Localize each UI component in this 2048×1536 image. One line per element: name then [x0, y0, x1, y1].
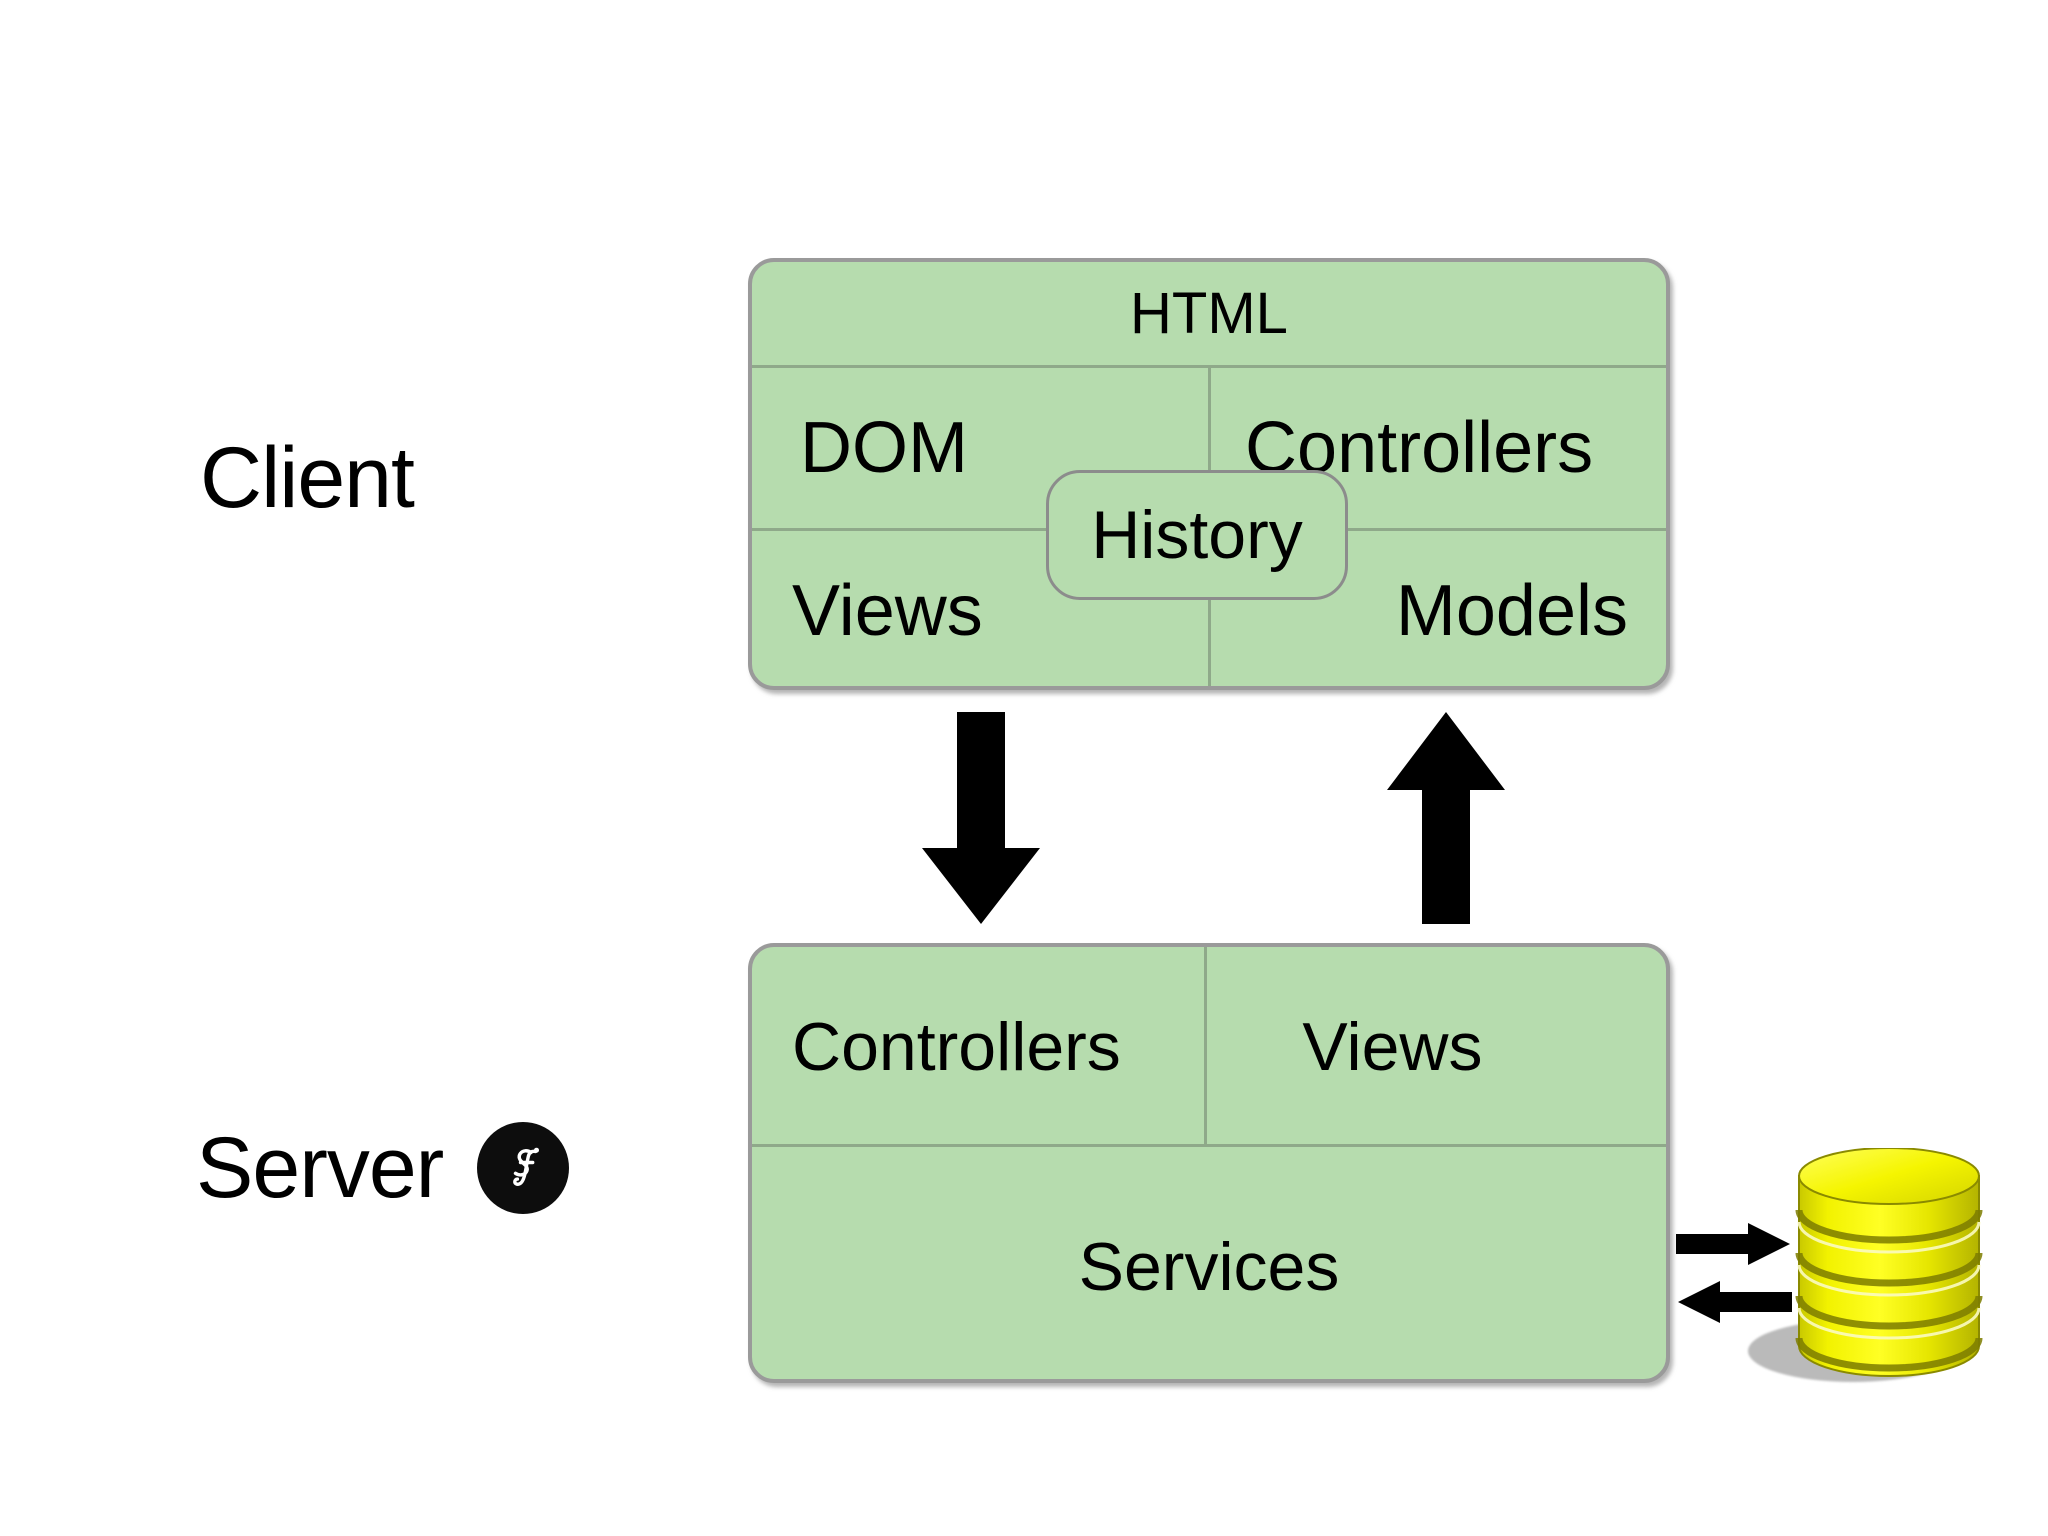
server-services-row: Services — [752, 1150, 1666, 1379]
server-tier-label: Server — [196, 1120, 444, 1216]
server-controllers-cell: Controllers — [752, 947, 1206, 1147]
client-tier-label: Client — [200, 430, 415, 526]
client-dom-label: DOM — [800, 408, 968, 488]
server-top-row: Controllers Views — [752, 947, 1666, 1147]
server-rule-1 — [752, 1144, 1666, 1147]
symfony-logo — [477, 1122, 570, 1214]
server-vertical-divider — [1204, 947, 1207, 1144]
client-models-label: Models — [1395, 570, 1628, 651]
client-history-label: History — [1091, 497, 1303, 573]
client-history-pill: History — [1046, 470, 1348, 600]
client-html-label: HTML — [1130, 280, 1288, 346]
server-views-cell: Views — [1206, 947, 1666, 1147]
client-html-row: HTML — [752, 262, 1666, 365]
client-rule-1 — [752, 365, 1666, 368]
client-views-label: Views — [792, 570, 983, 651]
client-middle-row: DOM Controllers — [752, 368, 1666, 528]
client-bottom-row: Views Models — [752, 531, 1666, 686]
client-dom-cell: DOM — [752, 368, 1207, 528]
server-views-label: Views — [1302, 1009, 1483, 1085]
server-controllers-label: Controllers — [792, 1009, 1121, 1085]
arrow-right-icon — [1676, 1222, 1792, 1271]
arrow-down-icon — [918, 712, 1044, 933]
server-tier-group: Server — [196, 1120, 570, 1216]
arrow-left-icon — [1676, 1280, 1792, 1329]
client-models-cell: Models — [1207, 531, 1666, 686]
database-cylinder-icon — [1794, 1147, 1984, 1378]
client-views-cell: Views — [752, 531, 1207, 686]
server-architecture-box: Controllers Views Services — [748, 943, 1670, 1383]
server-services-label: Services — [1078, 1228, 1340, 1305]
arrow-up-icon — [1383, 710, 1509, 931]
